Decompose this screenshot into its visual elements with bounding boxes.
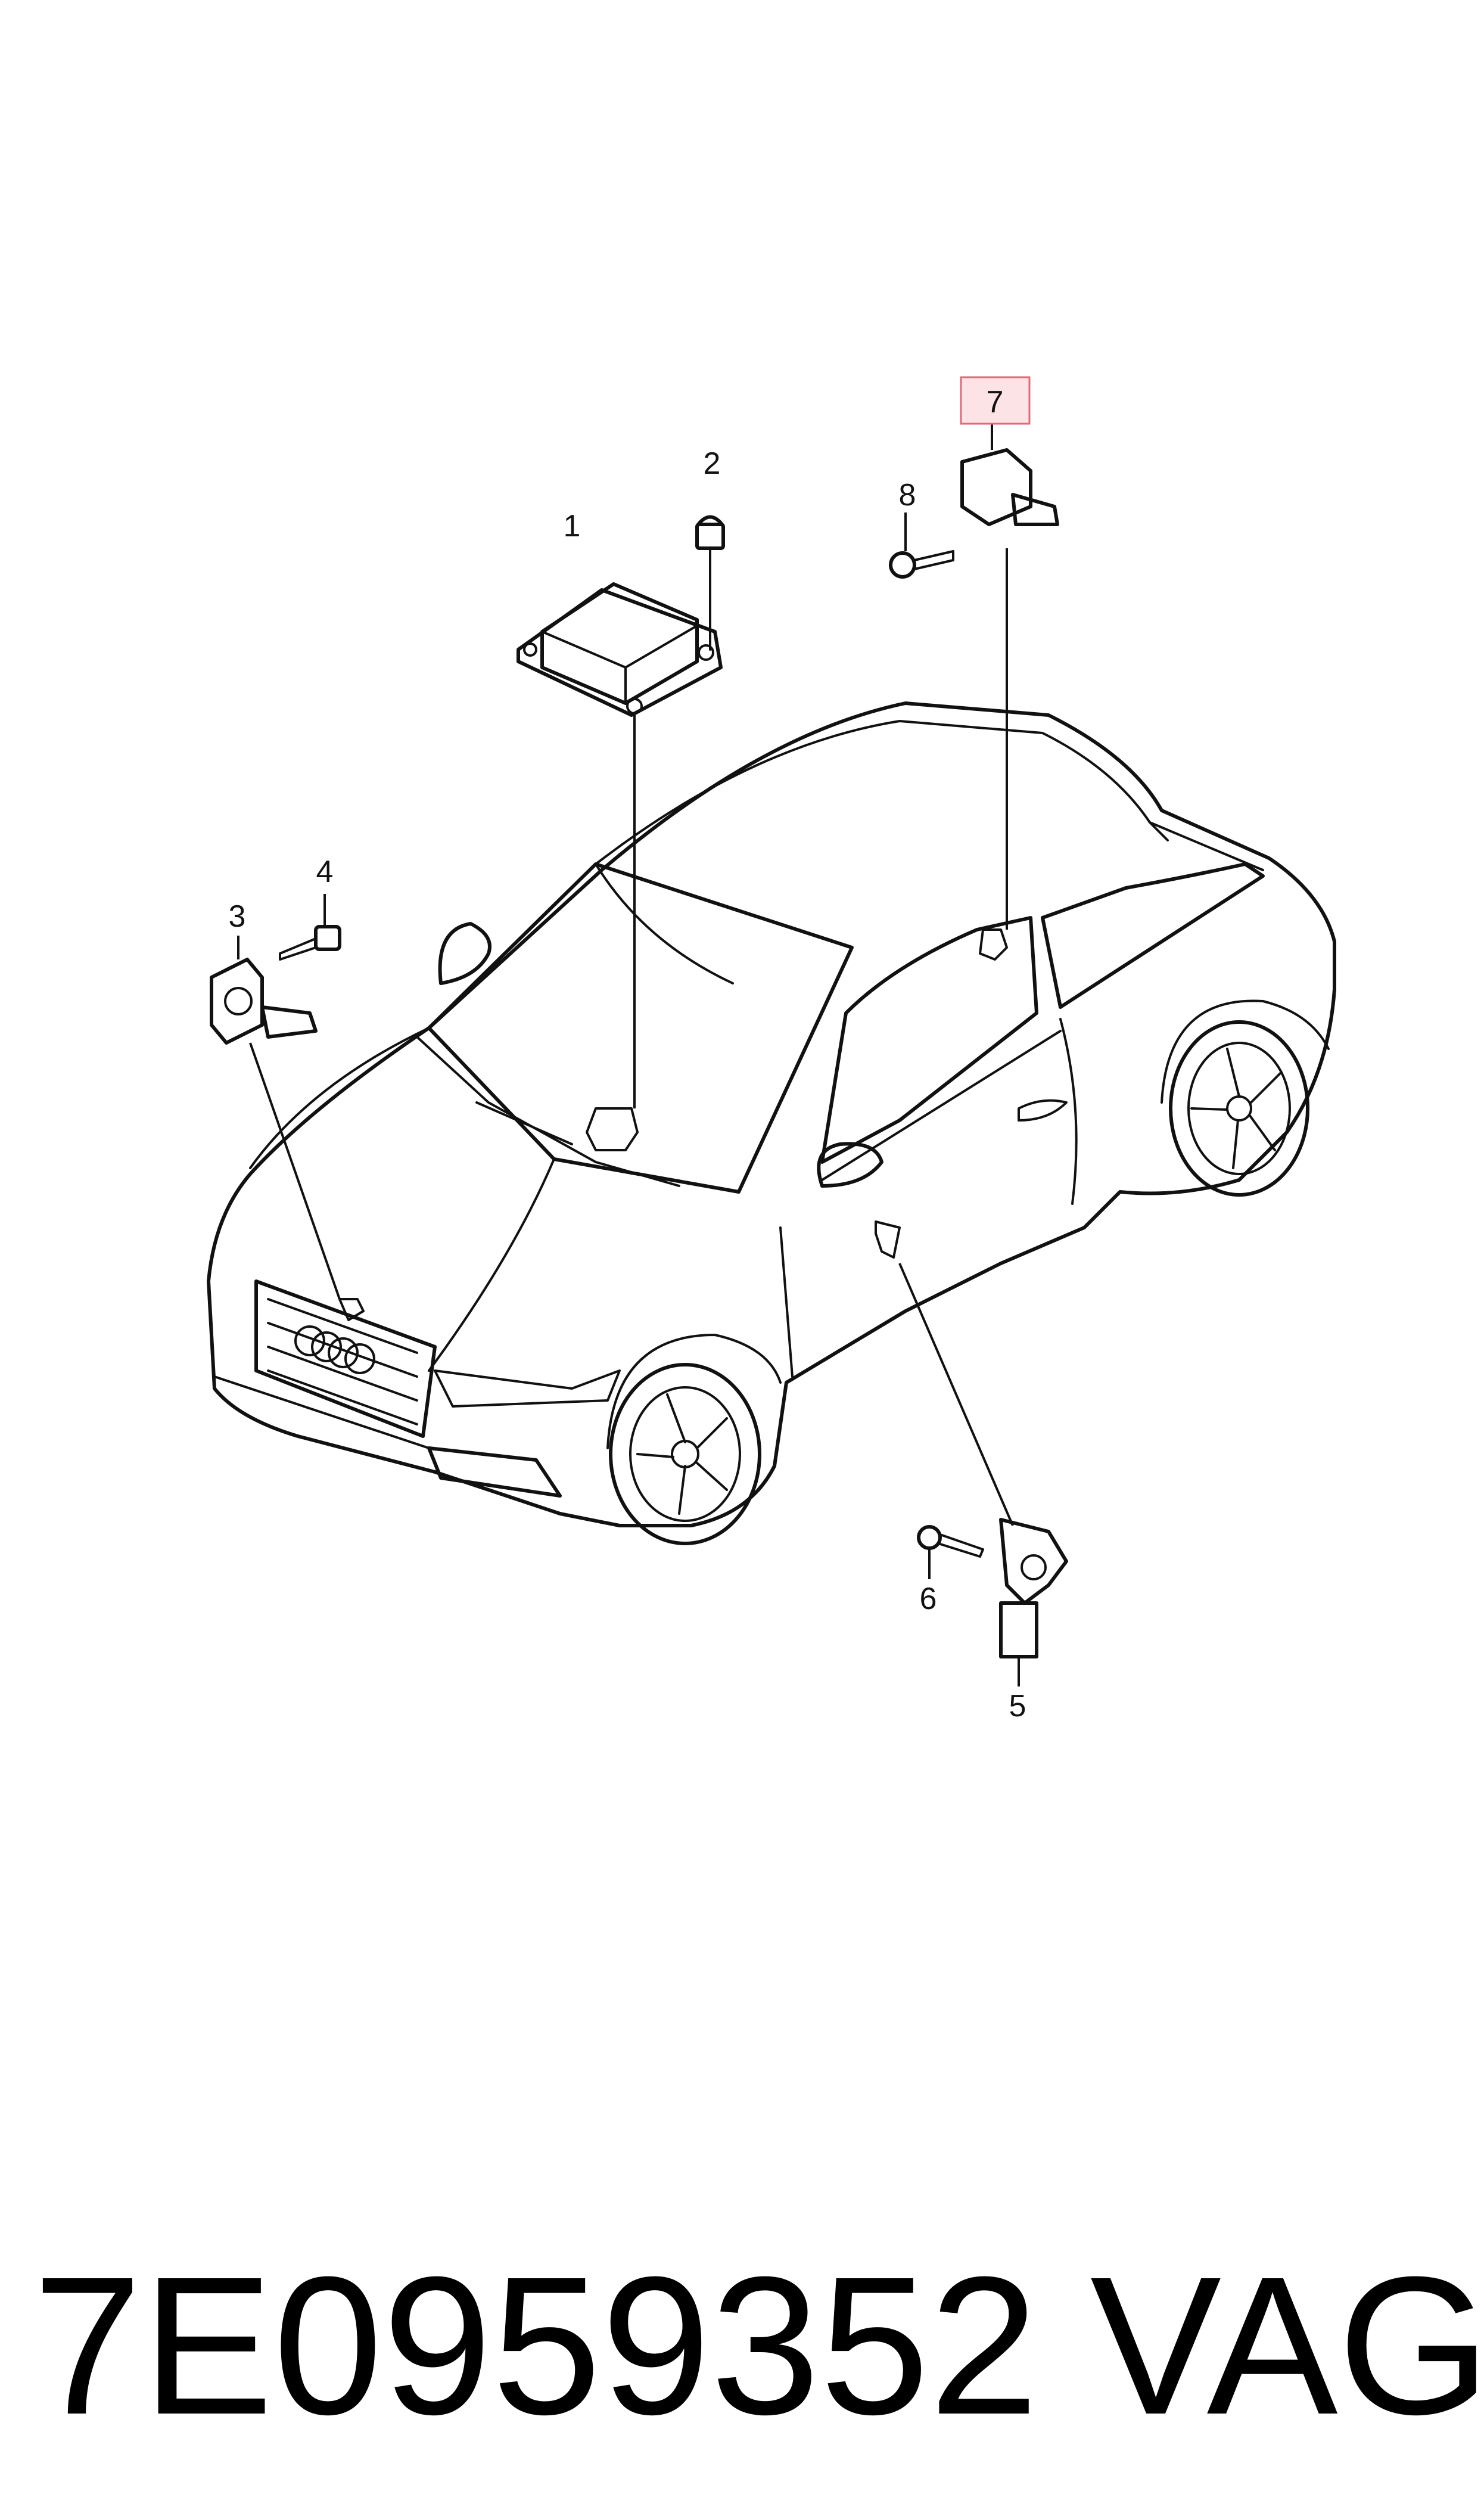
callout-3: 3 [229, 899, 246, 934]
bolt-8-part [889, 513, 954, 579]
side-crash-sensor-part [960, 448, 1059, 526]
callout-7: 7 [987, 385, 1004, 420]
sensor-3-mount-marker [338, 1298, 365, 1321]
callout-6: 6 [920, 1582, 937, 1616]
bolt-6-part [917, 1525, 984, 1579]
door-sensor-part [999, 1518, 1068, 1686]
airbag-control-unit-part [517, 582, 723, 717]
sensor-7-mount-marker [979, 928, 1008, 961]
callout-5: 5 [1009, 1689, 1026, 1723]
part-number-label: 7E0959352 [33, 2235, 1038, 2455]
callout-8: 8 [899, 478, 916, 513]
car-illustration [207, 701, 1336, 1545]
nut-part [695, 515, 725, 651]
callout-4: 4 [316, 855, 334, 889]
callout-2: 2 [704, 446, 721, 481]
brand-label: VAG [1090, 2235, 1484, 2455]
bolt-4-part [279, 894, 341, 961]
control-unit-mount-marker [586, 1107, 639, 1151]
sensor-5-mount-marker [875, 1220, 901, 1259]
callout-1: 1 [564, 509, 581, 543]
callout-7-highlight-box [960, 376, 1031, 425]
front-crash-sensor-part [210, 958, 318, 1045]
